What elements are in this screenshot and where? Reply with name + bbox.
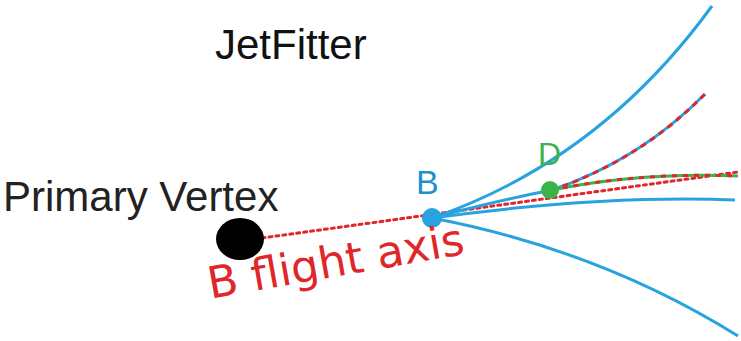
vertex-label: D	[538, 138, 561, 170]
track	[432, 199, 735, 218]
track	[552, 175, 738, 190]
flight-axis-line	[262, 172, 738, 238]
diagram-title: JetFitter	[215, 24, 367, 66]
track	[432, 190, 552, 218]
track	[432, 218, 738, 336]
d-vertex-dot	[541, 181, 559, 199]
vertex-label: B	[416, 165, 439, 199]
track	[552, 175, 738, 190]
vertex-label: Primary Vertex	[3, 176, 278, 218]
